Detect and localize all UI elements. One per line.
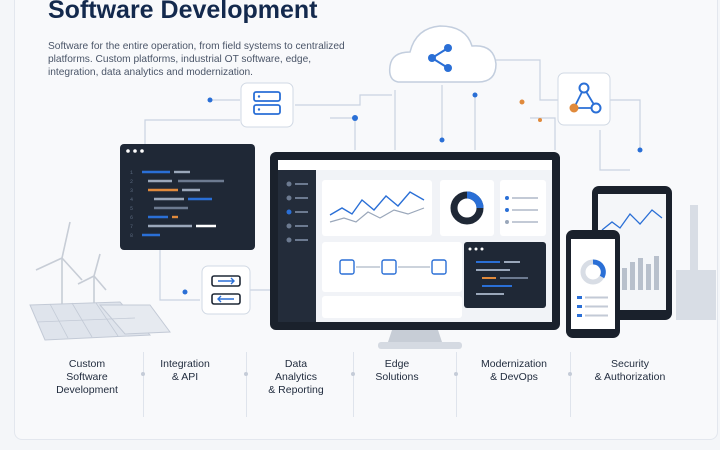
phone-device <box>566 230 620 338</box>
divider-dot <box>351 372 355 376</box>
service-custom-software: Custom Software Development <box>56 358 118 396</box>
svg-text:3: 3 <box>130 188 133 194</box>
page-description: Software for the entire operation, from … <box>48 41 345 78</box>
service-edge-solutions: Edge Solutions <box>375 358 419 383</box>
svg-text:1: 1 <box>130 170 133 176</box>
divider-dot <box>141 372 145 376</box>
service-data-analytics: Data Analytics & Reporting <box>268 358 324 396</box>
service-integration-api: Integration & API <box>160 358 210 383</box>
divider-dot <box>244 372 248 376</box>
svg-text:6: 6 <box>130 215 133 221</box>
cloud-share-icon <box>388 25 497 83</box>
divider <box>246 352 247 417</box>
divider <box>570 352 571 417</box>
svg-text:4: 4 <box>130 197 133 203</box>
terminal-panel <box>464 242 546 308</box>
service-security-authorization: Security & Authorization <box>594 358 666 383</box>
factory-silhouette <box>676 205 716 320</box>
page-title: Software Development <box>48 0 318 24</box>
divider-dot <box>568 372 572 376</box>
divider <box>353 352 354 417</box>
divider <box>456 352 457 417</box>
network-nodes-icon <box>557 72 611 126</box>
server-icon <box>240 82 294 128</box>
data-transfer-icon <box>201 265 251 315</box>
code-editor-window: 1 2 3 4 5 6 7 8 <box>120 144 255 250</box>
circuit-lines <box>144 59 641 301</box>
solar-panels <box>29 301 171 341</box>
svg-text:8: 8 <box>130 233 133 239</box>
svg-text:5: 5 <box>130 206 133 212</box>
svg-text:7: 7 <box>130 224 133 230</box>
svg-text:2: 2 <box>130 179 133 185</box>
divider-dot <box>454 372 458 376</box>
divider <box>143 352 144 417</box>
service-modernization-devops: Modernization & DevOps <box>481 358 547 383</box>
